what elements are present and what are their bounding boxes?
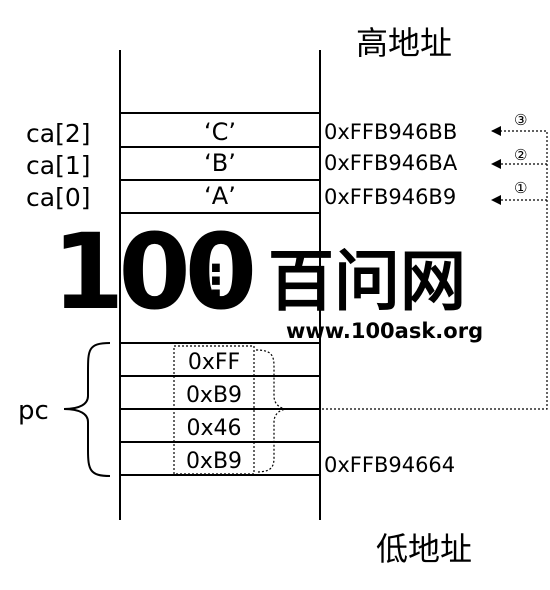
array-value: ‘A’ <box>204 182 236 210</box>
step-marker: ③ <box>514 111 527 129</box>
pointer-bytes-brace <box>255 349 289 473</box>
high-address-title: 高地址 <box>356 24 452 62</box>
memory-column <box>119 50 321 520</box>
array-label: ca[1] <box>26 151 90 180</box>
step-marker: ① <box>514 179 527 197</box>
array-value: ‘C’ <box>204 118 236 146</box>
array-value: ‘B’ <box>204 149 236 177</box>
array-row-ca2: ca[2] ‘C’ 0xFFB946BB ③ <box>26 111 527 148</box>
array-row-ca1: ca[1] ‘B’ 0xFFB946BA ② <box>26 146 527 180</box>
watermark-number: 100 <box>52 211 253 333</box>
array-row-ca0: ca[0] ‘A’ 0xFFB946B9 ① <box>26 179 527 212</box>
pointer-byte: 0xB9 <box>186 383 242 408</box>
connector-line <box>290 126 548 410</box>
pointer-byte: 0xFF <box>188 350 240 375</box>
array-label: ca[0] <box>26 183 90 212</box>
watermark: 100 百问网 www.100ask.org <box>52 211 483 343</box>
low-address-title: 低地址 <box>376 530 472 568</box>
step-marker: ② <box>514 146 527 164</box>
pointer-byte: 0xB9 <box>186 449 242 474</box>
array-address: 0xFFB946B9 <box>324 185 456 209</box>
pointer-connectors <box>290 126 548 410</box>
pointer-brace <box>63 342 111 477</box>
watermark-brand: 百问网 <box>268 243 466 320</box>
array-label: ca[2] <box>26 119 90 148</box>
ellipsis-indicator: ⋮ <box>194 256 238 307</box>
pointer-byte: 0x46 <box>186 416 241 441</box>
array-address: 0xFFB946BA <box>324 151 458 175</box>
array-address: 0xFFB946BB <box>324 120 457 144</box>
pointer-address: 0xFFB94664 <box>324 453 455 477</box>
pointer-pc: pc 0xFF 0xB9 0x46 0xB9 0xFFB94664 <box>18 342 455 477</box>
watermark-url: www.100ask.org <box>286 319 483 343</box>
pointer-bytes-box <box>173 345 255 475</box>
pointer-label: pc <box>18 396 49 426</box>
